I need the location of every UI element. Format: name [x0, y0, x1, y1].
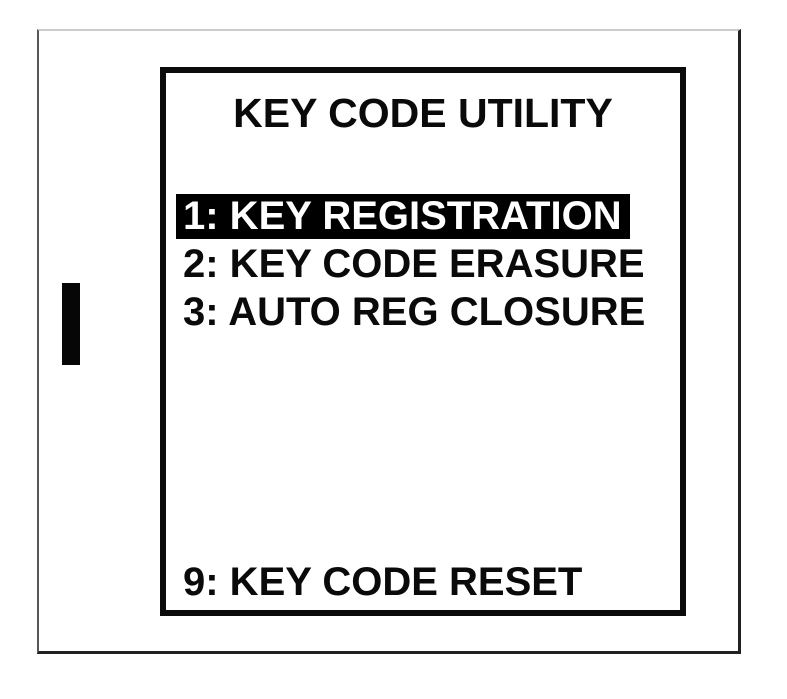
menu-item-key-code-erasure[interactable]: 2: KEY CODE ERASURE: [183, 240, 645, 288]
page-title: KEY CODE UTILITY: [233, 90, 613, 136]
menu-item-key-registration[interactable]: 1: KEY REGISTRATION: [176, 192, 645, 240]
menu-item-label: 2: KEY CODE ERASURE: [183, 242, 645, 286]
screen-panel: KEY CODE UTILITY 1: KEY REGISTRATION 2: …: [160, 67, 686, 616]
left-cursor-bar: [62, 283, 80, 365]
menu-item-key-code-reset[interactable]: 9: KEY CODE RESET: [183, 560, 582, 605]
menu-item-auto-reg-closure[interactable]: 3: AUTO REG CLOSURE: [183, 288, 645, 336]
menu-item-label: 9: KEY CODE RESET: [183, 560, 583, 604]
menu-item-label: 3: AUTO REG CLOSURE: [183, 290, 646, 334]
menu-list: 1: KEY REGISTRATION 2: KEY CODE ERASURE …: [176, 192, 645, 336]
menu-item-label: 1: KEY REGISTRATION: [176, 194, 630, 239]
